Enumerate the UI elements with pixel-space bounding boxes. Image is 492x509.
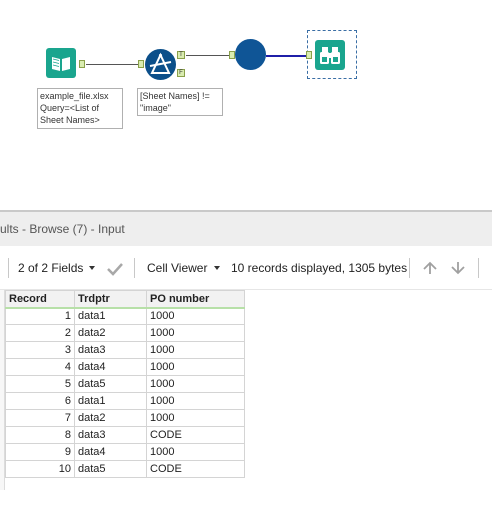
trdptr-cell[interactable]: data3 [74, 426, 147, 444]
po-number-cell[interactable]: 1000 [146, 443, 245, 461]
record-cell[interactable]: 7 [5, 409, 75, 427]
binoculars-icon [320, 47, 340, 64]
table-row[interactable]: 9 data4 1000 [5, 443, 245, 461]
chevron-down-icon[interactable] [214, 266, 220, 270]
table-row[interactable]: 3 data3 1000 [5, 341, 245, 359]
trdptr-cell[interactable]: data2 [74, 324, 147, 342]
trdptr-cell[interactable]: data5 [74, 375, 147, 393]
row-header-strip [0, 290, 5, 490]
filter-false-anchor[interactable]: F [177, 69, 185, 77]
table-row[interactable]: 10 data5 CODE [5, 460, 245, 478]
po-number-cell[interactable]: 1000 [146, 358, 245, 376]
checkmark-icon[interactable] [106, 262, 124, 276]
po-number-cell[interactable]: 1000 [146, 409, 245, 427]
connection-filter-select [186, 55, 230, 56]
table-row[interactable]: 8 data3 CODE [5, 426, 245, 444]
column-header-trdptr[interactable]: Trdptr [74, 290, 147, 309]
column-header-record[interactable]: Record [5, 290, 75, 309]
trdptr-cell[interactable]: data4 [74, 443, 147, 461]
input-annotation: example_file.xlsx Query=<List of Sheet N… [37, 88, 123, 129]
chevron-down-icon[interactable] [89, 266, 95, 270]
record-cell[interactable]: 9 [5, 443, 75, 461]
po-number-cell[interactable]: 1000 [146, 341, 245, 359]
filter-tool[interactable] [145, 49, 176, 80]
filter-annotation: [Sheet Names] != "image" [137, 88, 223, 116]
filter-true-anchor[interactable]: T [177, 51, 185, 59]
po-number-cell[interactable]: 1000 [146, 307, 245, 325]
record-cell[interactable]: 5 [5, 375, 75, 393]
toolbar-separator [134, 258, 135, 278]
record-cell[interactable]: 1 [5, 307, 75, 325]
connection-select-browse [266, 55, 306, 57]
results-toolbar: 2 of 2 Fields Cell Viewer 10 records dis… [0, 246, 492, 290]
filter-input-anchor[interactable] [138, 60, 144, 68]
table-row[interactable]: 6 data1 1000 [5, 392, 245, 410]
column-header-po-number[interactable]: PO number [146, 290, 245, 309]
results-panel: ults - Browse (7) - Input 2 of 2 Fields … [0, 210, 492, 509]
book-icon [52, 57, 70, 71]
trdptr-cell[interactable]: data4 [74, 358, 147, 376]
table-row[interactable]: 5 data5 1000 [5, 375, 245, 393]
record-cell[interactable]: 3 [5, 341, 75, 359]
trdptr-cell[interactable]: data1 [74, 392, 147, 410]
results-title: ults - Browse (7) - Input [0, 222, 125, 236]
results-titlebar[interactable]: ults - Browse (7) - Input [0, 210, 492, 246]
arrow-up-icon[interactable] [422, 260, 438, 276]
table-row[interactable]: 1 data1 1000 [5, 307, 245, 325]
po-number-cell[interactable]: CODE [146, 460, 245, 478]
record-cell[interactable]: 6 [5, 392, 75, 410]
trdptr-cell[interactable]: data3 [74, 341, 147, 359]
po-number-cell[interactable]: CODE [146, 426, 245, 444]
input-output-anchor[interactable] [79, 60, 85, 68]
table-row[interactable]: 4 data4 1000 [5, 358, 245, 376]
toolbar-separator [409, 258, 410, 278]
po-number-cell[interactable]: 1000 [146, 375, 245, 393]
table-row[interactable]: 7 data2 1000 [5, 409, 245, 427]
filter-icon [149, 52, 172, 74]
record-cell[interactable]: 8 [5, 426, 75, 444]
po-number-cell[interactable]: 1000 [146, 392, 245, 410]
toolbar-separator [478, 258, 479, 278]
table-row[interactable]: 2 data2 1000 [5, 324, 245, 342]
browse-tool[interactable] [315, 40, 345, 70]
trdptr-cell[interactable]: data5 [74, 460, 147, 478]
workflow-canvas[interactable]: example_file.xlsx Query=<List of Sheet N… [0, 0, 492, 210]
select-input-anchor[interactable] [229, 51, 235, 59]
arrow-down-icon[interactable] [450, 260, 466, 276]
trdptr-cell[interactable]: data2 [74, 409, 147, 427]
record-cell[interactable]: 4 [5, 358, 75, 376]
fields-selector[interactable]: 2 of 2 Fields [18, 261, 84, 275]
select-tool[interactable] [235, 39, 266, 70]
trdptr-cell[interactable]: data1 [74, 307, 147, 325]
toolbar-separator [8, 258, 9, 278]
records-info: 10 records displayed, 1305 bytes [231, 261, 408, 275]
connection-input-filter [86, 64, 138, 65]
record-cell[interactable]: 10 [5, 460, 75, 478]
po-number-cell[interactable]: 1000 [146, 324, 245, 342]
browse-input-anchor[interactable] [306, 51, 312, 59]
record-cell[interactable]: 2 [5, 324, 75, 342]
viewer-selector[interactable]: Cell Viewer [147, 261, 208, 275]
input-data-tool[interactable] [46, 48, 76, 78]
header-row: Record Trdptr PO number [5, 290, 245, 309]
results-grid: Record Trdptr PO number 1 data1 1000 2 d… [5, 290, 245, 478]
